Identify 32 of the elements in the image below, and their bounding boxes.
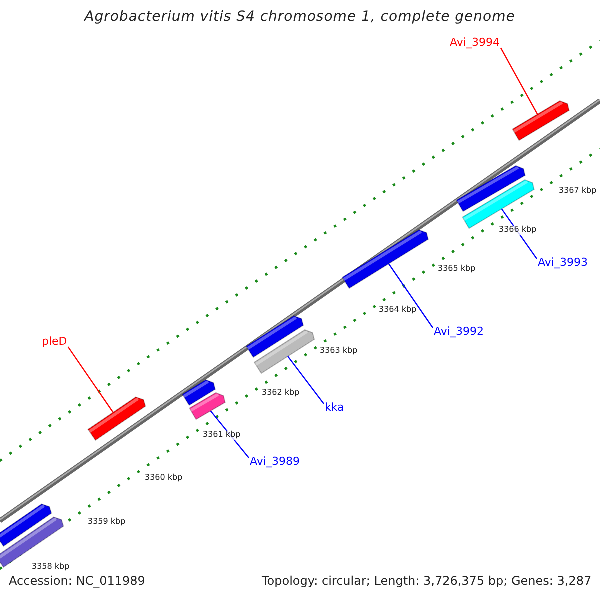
scale-label: 3366 kbp bbox=[499, 226, 537, 235]
scale-label: 3360 kbp bbox=[145, 474, 183, 483]
scale-label: 3363 kbp bbox=[320, 347, 358, 356]
gene-feature bbox=[0, 504, 52, 548]
leader-line bbox=[500, 48, 538, 115]
scale-label: 3365 kbp bbox=[438, 265, 476, 274]
scale-label: 3362 kbp bbox=[262, 389, 300, 398]
gene-feature bbox=[189, 392, 226, 420]
gene-label: pleD bbox=[42, 336, 68, 348]
accession-text: Accession: NC_011989 bbox=[9, 575, 146, 588]
gene-feature bbox=[254, 330, 316, 374]
gene-feature bbox=[456, 165, 526, 212]
leader-line bbox=[388, 264, 434, 328]
gene-feature bbox=[246, 316, 304, 358]
leader-line bbox=[288, 356, 324, 404]
gene-label: kka bbox=[325, 402, 344, 414]
gene-feature bbox=[512, 100, 570, 142]
gene-feature bbox=[342, 230, 429, 290]
scale-label: 3367 kbp bbox=[559, 187, 597, 196]
gene-feature bbox=[182, 379, 216, 406]
scale-label: 3358 kbp bbox=[32, 563, 70, 572]
scale-label: 3364 kbp bbox=[379, 306, 417, 315]
scale-label: 3361 kbp bbox=[203, 431, 241, 440]
gene-feature bbox=[88, 396, 146, 442]
title: Agrobacterium vitis S4 chromosome 1, complete genome bbox=[83, 10, 516, 26]
gene-label: Avi_3992 bbox=[434, 326, 484, 338]
genome-info-text: Topology: circular; Length: 3,726,375 bp; Genes: 3,287 bbox=[262, 575, 592, 588]
leader-line bbox=[68, 346, 114, 413]
scale-label: 3359 kbp bbox=[88, 518, 126, 527]
gene-label: Avi_3993 bbox=[538, 257, 588, 270]
gene-label: Avi_3989 bbox=[250, 456, 300, 468]
gene-label: Avi_3994 bbox=[450, 37, 500, 50]
